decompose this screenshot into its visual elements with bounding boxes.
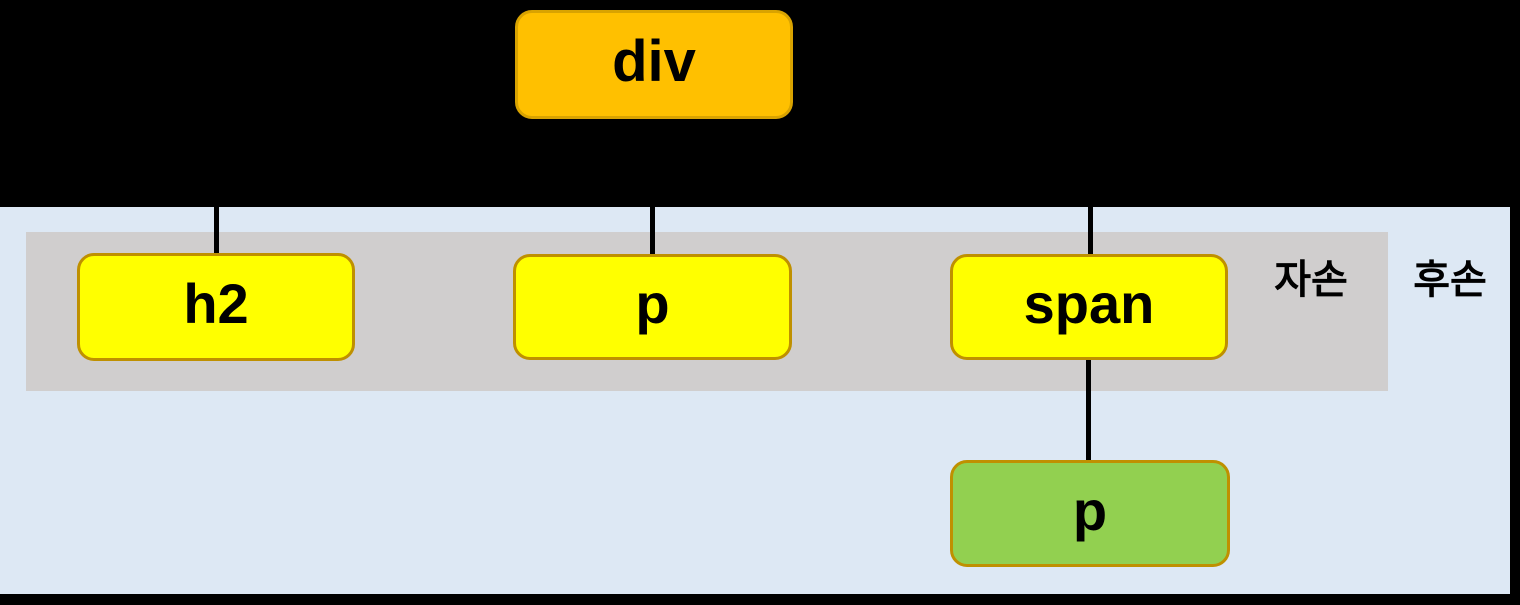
tree-node-grandchild-p: p — [950, 460, 1230, 567]
connector-div-to-span — [1088, 120, 1093, 256]
descendants-area-label: 후손 — [1413, 258, 1487, 302]
connector-div-to-p — [650, 120, 655, 256]
children-band-label: 자손 — [1274, 258, 1348, 302]
connector-span-to-p — [1086, 358, 1091, 462]
tree-node-div: div — [515, 10, 793, 119]
tree-node-p: p — [513, 254, 792, 360]
connector-div-to-h2 — [214, 120, 219, 256]
tree-node-span: span — [950, 254, 1228, 360]
tree-node-h2: h2 — [77, 253, 355, 361]
